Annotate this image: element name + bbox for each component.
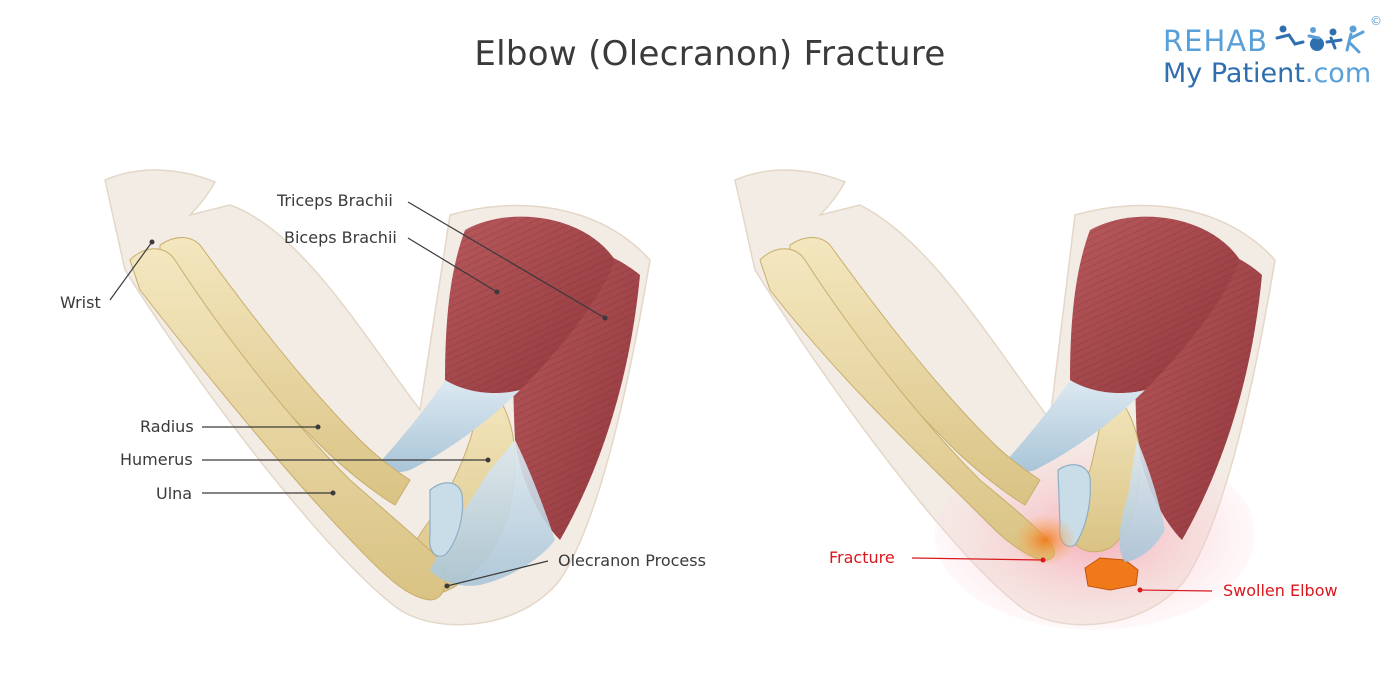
- left-biceps-tendon: [380, 380, 520, 473]
- olecranon-fragment: [1084, 557, 1139, 591]
- diagram-title: Elbow (Olecranon) Fracture: [474, 34, 946, 74]
- label-swollen-elbow: Swollen Elbow: [1223, 581, 1338, 600]
- label-humerus: Humerus: [120, 450, 193, 469]
- label-radius: Radius: [140, 417, 194, 436]
- label-fracture: Fracture: [829, 548, 895, 567]
- right-triceps-tendon: [1119, 440, 1165, 562]
- right-leader-lines: [911, 557, 1213, 592]
- label-olecranon-process: Olecranon Process: [558, 551, 706, 570]
- logo-copyright: ©: [1370, 14, 1382, 28]
- label-biceps-brachii: Biceps Brachii: [284, 228, 397, 247]
- fracture-inflammation: [1013, 514, 1077, 566]
- label-triceps-brachii: Triceps Brachii: [277, 191, 393, 210]
- label-wrist: Wrist: [60, 293, 101, 312]
- label-ulna: Ulna: [156, 484, 193, 503]
- left-elbow-joint: [429, 482, 464, 557]
- right-leader-dots: [1040, 557, 1143, 593]
- rehab-my-patient-logo: REHAB © My Patient.com: [1163, 14, 1393, 95]
- normal-elbow-illustration: [104, 169, 651, 626]
- right-biceps-tendon: [1005, 380, 1145, 473]
- left-leader-dots: [149, 239, 608, 589]
- exercise-figures-icon: [1275, 25, 1365, 54]
- fractured-elbow-illustration: [734, 169, 1276, 630]
- left-triceps-tendon: [430, 440, 555, 586]
- logo-line2-main: My Patient: [1163, 58, 1305, 89]
- left-leader-lines: [109, 201, 606, 587]
- logo-line2-domain: .com: [1304, 58, 1372, 89]
- logo-line1: REHAB: [1163, 24, 1269, 58]
- logo-line2: My Patient.com: [1163, 58, 1371, 89]
